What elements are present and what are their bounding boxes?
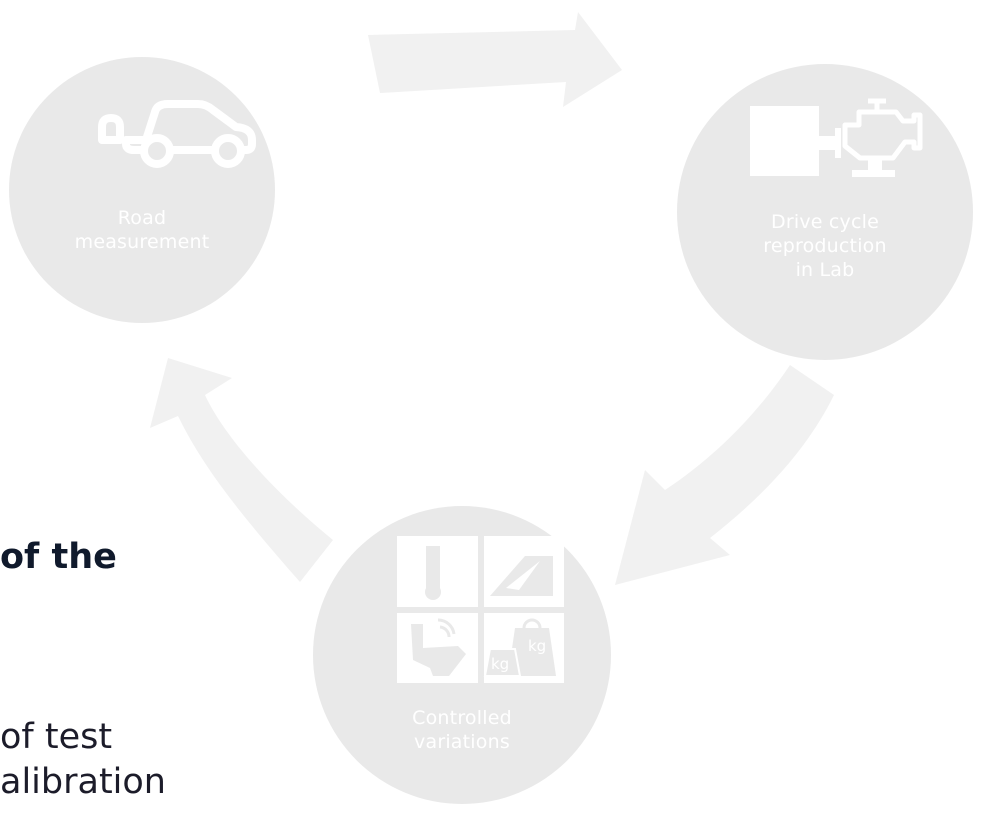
variations-icon-grid: kg kg — [397, 536, 564, 683]
weight-kg-label-large: kg — [528, 637, 546, 655]
node-label-road: Road measurement — [72, 206, 212, 254]
node-circle-road — [9, 57, 275, 323]
node-label-variations-line-1: Controlled — [412, 707, 512, 729]
engine-dyno-icon — [750, 98, 923, 177]
weight-kg-label-small: kg — [491, 655, 509, 673]
driver-seat-icon — [397, 613, 478, 683]
heading-fragment: of the — [0, 537, 117, 577]
node-label-lab-line-1: Drive cycle — [771, 211, 879, 233]
node-label-variations: Controlled variations — [392, 706, 532, 754]
arrow-lab-to-variations — [615, 365, 834, 585]
node-label-lab-line-3: in Lab — [795, 259, 855, 281]
node-label-road-line-1: Road — [117, 207, 167, 229]
node-label-road-line-2: measurement — [74, 231, 210, 253]
body-text-line-1: of test — [0, 717, 113, 757]
altitude-icon — [484, 536, 564, 607]
arrow-variations-to-road — [150, 358, 333, 582]
node-label-lab: Drive cycle reproduction in Lab — [755, 210, 895, 282]
thermometer-icon — [397, 536, 478, 607]
arrow-road-to-lab — [368, 12, 622, 107]
node-label-lab-line-2: reproduction — [763, 235, 887, 257]
weight-kg-icon: kg kg — [483, 613, 564, 683]
body-text-line-2: alibration — [0, 762, 166, 802]
car-icon — [98, 100, 256, 168]
node-label-variations-line-2: variations — [414, 731, 510, 753]
